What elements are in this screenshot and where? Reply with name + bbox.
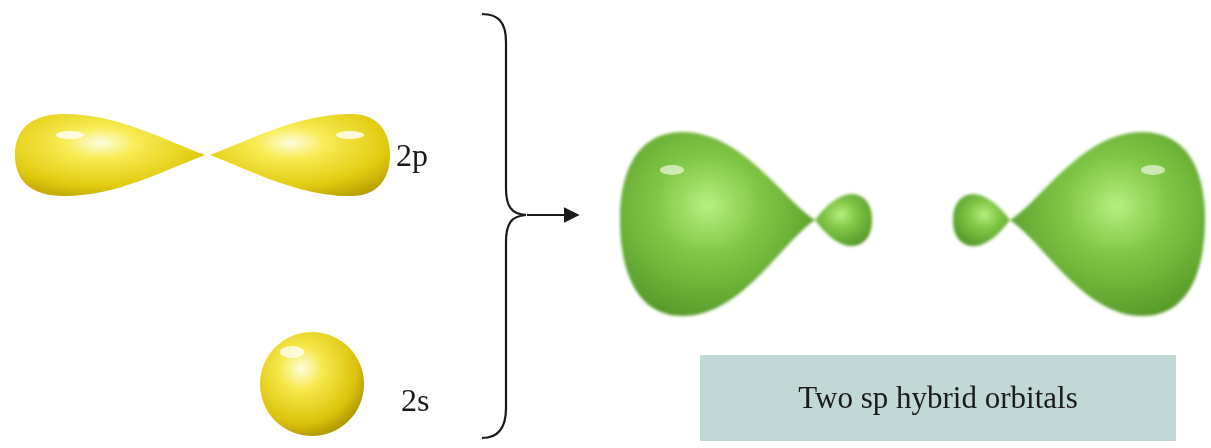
highlight	[336, 131, 364, 139]
orbital-label: 2p	[396, 139, 428, 171]
highlight	[660, 165, 684, 175]
brace	[482, 14, 526, 438]
highlight	[280, 346, 304, 358]
s-orbital	[260, 332, 364, 436]
highlight	[56, 131, 84, 139]
sp-hybrid-large-lobe	[1010, 132, 1205, 316]
caption-text: Two sp hybrid orbitals	[798, 381, 1077, 415]
highlight	[1141, 165, 1165, 175]
reaction-arrow	[527, 214, 578, 216]
sp-hybrid-small-lobe	[815, 194, 872, 246]
sp-hybrid-large-lobe	[620, 132, 815, 316]
caption-box: Two sp hybrid orbitals	[700, 355, 1176, 441]
p-orbital-lobe	[15, 114, 205, 196]
p-orbital-lobe	[210, 114, 390, 196]
sp-hybrid-small-lobe	[953, 194, 1010, 246]
orbital-label: 2s	[401, 384, 429, 416]
